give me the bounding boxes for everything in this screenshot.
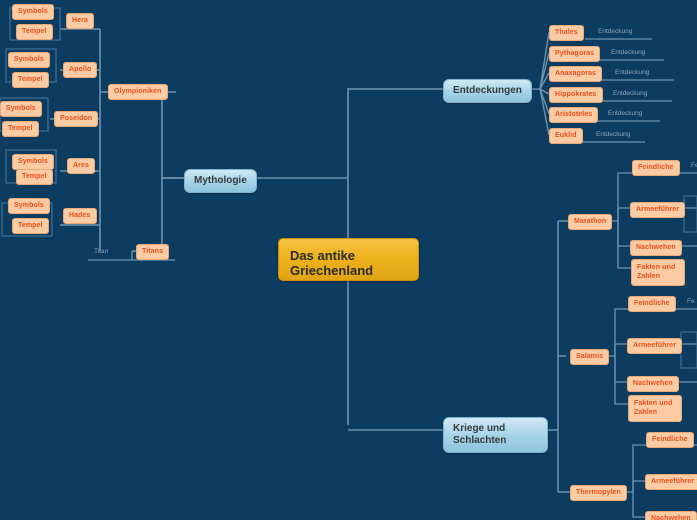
god-hades-tempel[interactable]: Tempel (12, 218, 49, 235)
caption-entdeckung-hippokrates: Entdeckung (613, 90, 648, 97)
salamis-edge-caption: Fe (687, 298, 695, 305)
discoverer-euklid[interactable]: Euklid (549, 128, 583, 145)
caption-entdeckung-thales: Entdeckung (598, 28, 633, 35)
god-hera-symbols[interactable]: Symbols (12, 4, 54, 21)
group-olympioniken[interactable]: Olympioniken (108, 84, 168, 101)
caption-entdeckung-aristoteles: Entdeckung (608, 110, 643, 117)
battle-marathon[interactable]: Marathon (568, 214, 613, 231)
god-hera[interactable]: Hera (66, 13, 94, 30)
branch-entdeckungen[interactable]: Entdeckungen (443, 79, 532, 103)
god-ares-tempel[interactable]: Tempel (16, 169, 53, 186)
caption-entdeckung-pythagoras: Entdeckung (611, 49, 646, 56)
thermopylen-topic-feindliche[interactable]: Feindliche (646, 432, 694, 449)
god-hades[interactable]: Hades (63, 208, 97, 225)
god-ares[interactable]: Ares (67, 158, 95, 175)
marathon-topic-armeefuehrer[interactable]: Armeeführer (630, 202, 686, 219)
marathon-edge-caption: Fe (691, 162, 697, 169)
discoverer-aristoteles[interactable]: Aristoteles (549, 107, 599, 124)
god-poseidon-tempel[interactable]: Tempel (2, 121, 39, 138)
branch-mythologie[interactable]: Mythologie (184, 169, 257, 193)
discoverer-thales[interactable]: Thales (549, 25, 584, 42)
caption-entdeckung-anaxagoras: Entdeckung (615, 69, 650, 76)
marathon-topic-nachwehen[interactable]: Nachwehen (630, 240, 682, 257)
thermopylen-topic-armeefuehrer[interactable]: Armeeführer (645, 474, 697, 491)
battle-salamis[interactable]: Salamis (570, 349, 610, 366)
root-node[interactable]: Das antike Griechenland (278, 238, 419, 281)
thermopylen-topic-nachwehen[interactable]: Nachwehen (645, 511, 697, 520)
god-hera-tempel[interactable]: Tempel (16, 24, 53, 41)
discoverer-anaxagoras[interactable]: Anaxagoras (549, 66, 603, 83)
discoverer-hippokrates[interactable]: Hippokrates (549, 87, 603, 104)
god-apollo-symbols[interactable]: Symbols (8, 52, 50, 69)
caption-titan: Titan (94, 248, 109, 255)
battle-thermopylen[interactable]: Thermopylen (570, 485, 628, 502)
discoverer-pythagoras[interactable]: Pythagoras (549, 46, 601, 63)
marathon-topic-feindliche[interactable]: Feindliche (632, 160, 680, 177)
marathon-topic-fakten-und-zahlen[interactable]: Fakten und Zahlen (631, 259, 685, 286)
god-apollo[interactable]: Apollo (63, 62, 98, 79)
god-apollo-tempel[interactable]: Tempel (12, 72, 49, 89)
salamis-topic-armeefuehrer[interactable]: Armeeführer (627, 338, 683, 355)
god-poseidon[interactable]: Poseidon (54, 111, 99, 128)
god-ares-symbols[interactable]: Symbols (12, 154, 54, 171)
god-poseidon-symbols[interactable]: Symbols (0, 101, 42, 118)
branch-kriege-und-schlachten[interactable]: Kriege und Schlachten (443, 417, 548, 453)
caption-entdeckung-euklid: Entdeckung (596, 131, 631, 138)
salamis-topic-fakten-und-zahlen[interactable]: Fakten und Zahlen (628, 395, 682, 422)
salamis-topic-feindliche[interactable]: Feindliche (628, 296, 676, 313)
salamis-topic-nachwehen[interactable]: Nachwehen (627, 376, 679, 393)
god-hades-symbols[interactable]: Symbols (8, 198, 50, 215)
group-titans[interactable]: Titans (136, 244, 170, 261)
